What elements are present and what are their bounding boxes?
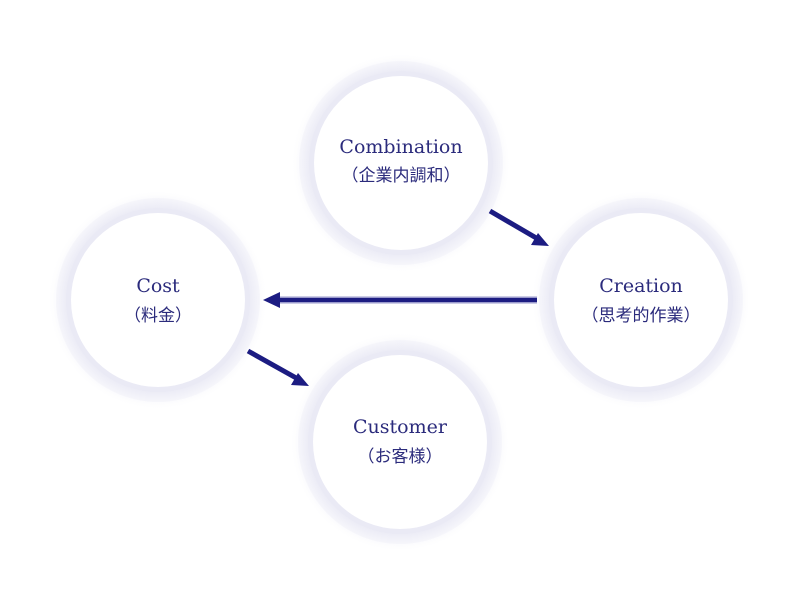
node-subtitle: （料金） bbox=[124, 306, 192, 326]
node-disc bbox=[314, 76, 488, 250]
node-title: Creation bbox=[599, 275, 683, 297]
node-customer: Customer （お客様） bbox=[290, 332, 510, 552]
node-title: Combination bbox=[339, 136, 462, 158]
arrow-combination-to-creation bbox=[488, 208, 549, 246]
arrow-creation-to-cost bbox=[263, 292, 537, 308]
node-subtitle: （企業内調和） bbox=[342, 166, 461, 186]
node-disc bbox=[71, 213, 245, 387]
arrow-head bbox=[291, 373, 309, 386]
arrow-shaft bbox=[246, 348, 300, 382]
node-combination: Combination （企業内調和） bbox=[291, 53, 511, 273]
node-subtitle: （お客様） bbox=[358, 447, 443, 467]
arrow-head bbox=[263, 292, 280, 308]
node-title: Customer bbox=[353, 416, 448, 438]
node-subtitle: （思考的作業） bbox=[582, 306, 701, 326]
node-disc bbox=[554, 213, 728, 387]
node-title: Cost bbox=[136, 275, 180, 297]
arrow-shaft bbox=[488, 208, 540, 242]
arrow-head bbox=[531, 233, 549, 246]
node-cost: Cost （料金） bbox=[48, 190, 268, 410]
arrow-cost-to-customer bbox=[246, 348, 309, 386]
node-disc bbox=[313, 355, 487, 529]
node-creation: Creation （思考的作業） bbox=[531, 190, 751, 410]
